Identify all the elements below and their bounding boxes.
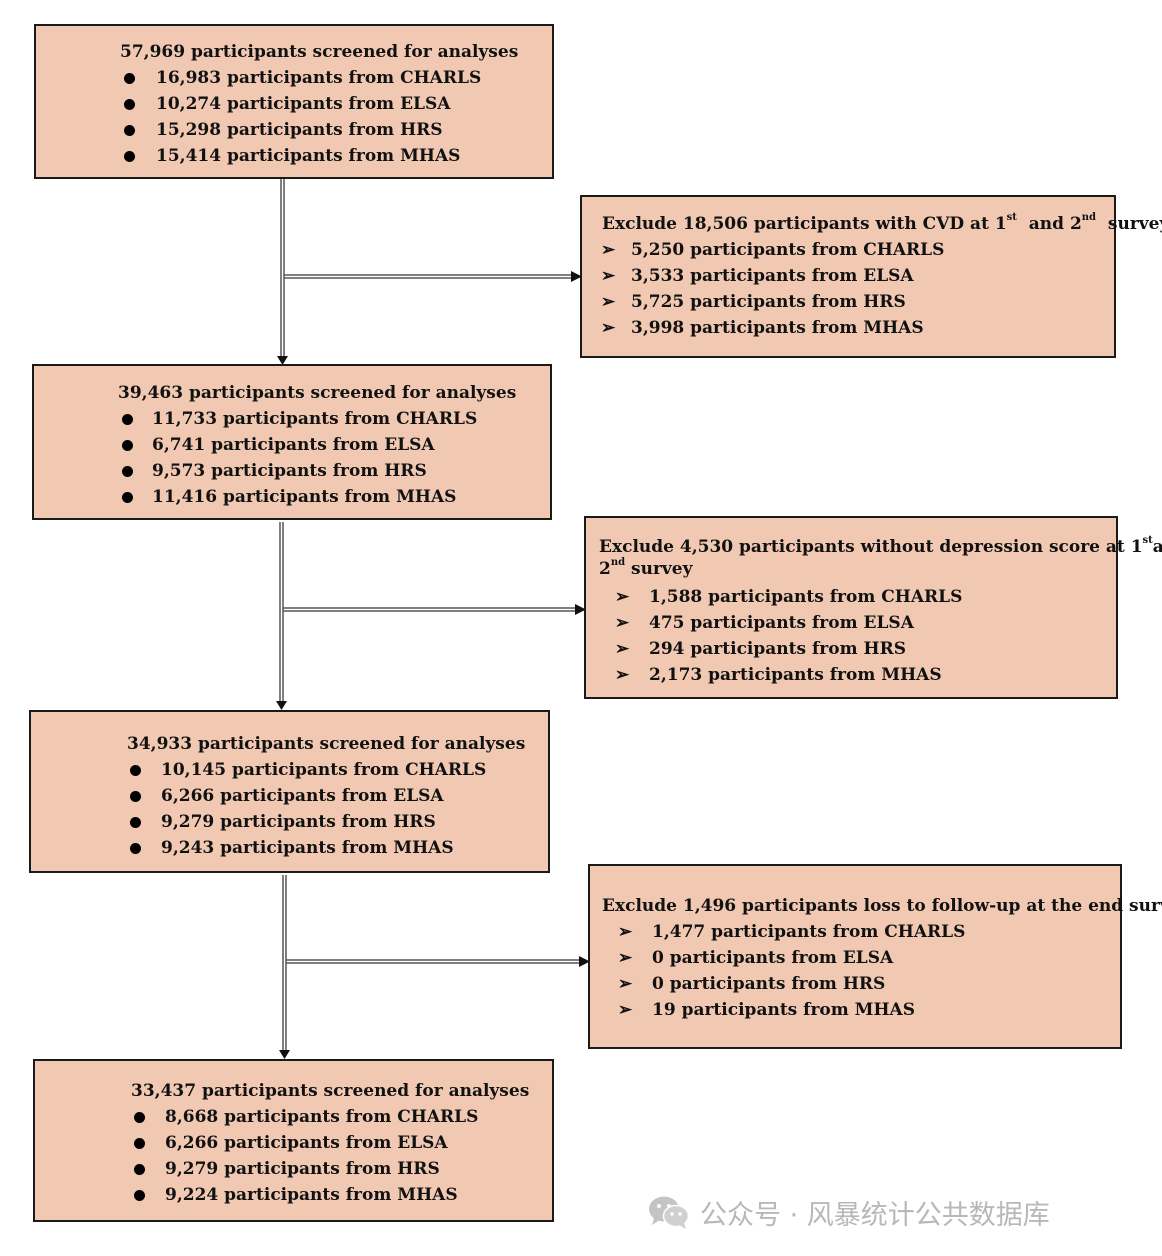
arrow-bullet-icon: ➢ — [601, 318, 616, 338]
list-item: ➢3,533 participants from ELSA — [601, 263, 1114, 289]
arrow-bullet-icon: ➢ — [615, 613, 630, 633]
bullet-dot-icon — [134, 1138, 145, 1149]
bullet-dot-icon — [130, 791, 141, 802]
list-item: ➢19 participants from MHAS — [618, 997, 1120, 1023]
box-title: 34,933 participants screened for analyse… — [127, 734, 526, 754]
list-item: ➢294 participants from HRS — [615, 636, 1116, 662]
list-item: 6,741 participants from ELSA — [122, 432, 550, 458]
arrow-bullet-icon: ➢ — [615, 587, 630, 607]
bullet-dot-icon — [130, 843, 141, 854]
box-title-line-2: 2nd survey — [599, 557, 693, 579]
exclusion-box-2: Exclude 4,530 participants without depre… — [584, 516, 1162, 699]
exclusion-box-3: Exclude 1,496 participants loss to follo… — [588, 864, 1162, 1049]
wechat-icon — [649, 1196, 690, 1229]
list-item: 6,266 participants from ELSA — [130, 783, 548, 809]
list-item: 8,668 participants from CHARLS — [134, 1104, 552, 1130]
list-item: ➢1,588 participants from CHARLS — [615, 584, 1116, 610]
list-item: 15,414 participants from MHAS — [124, 143, 552, 169]
arrow-bullet-icon: ➢ — [601, 266, 616, 286]
arrowhead-down-3 — [279, 1050, 290, 1059]
list-item: ➢5,725 participants from HRS — [601, 289, 1114, 315]
list-item: 9,243 participants from MHAS — [130, 835, 548, 861]
bullet-dot-icon — [134, 1112, 145, 1123]
screening-box-4: 33,437 participants screened for analyse… — [33, 1059, 554, 1222]
bullet-dot-icon — [122, 414, 133, 425]
arrowhead-right-2 — [575, 604, 586, 615]
bullet-dot-icon — [130, 765, 141, 776]
arrow-bullet-icon: ➢ — [615, 665, 630, 685]
list-item: ➢5,250 participants from CHARLS — [601, 237, 1114, 263]
arrow-bullet-icon: ➢ — [618, 974, 633, 994]
list-item: ➢0 participants from ELSA — [618, 945, 1120, 971]
list-item: ➢3,998 participants from MHAS — [601, 315, 1114, 341]
arrowhead-right-3 — [579, 956, 590, 967]
bullet-dot-icon — [122, 466, 133, 477]
arrowhead-right-1 — [571, 271, 582, 282]
bullet-dot-icon — [122, 492, 133, 503]
arrow-bullet-icon: ➢ — [601, 240, 616, 260]
watermark-text: 公众号 · 风暴统计公共数据库 — [700, 1199, 1050, 1231]
arrowhead-down-1 — [277, 356, 288, 365]
list-item: 9,279 participants from HRS — [134, 1156, 552, 1182]
arrow-bullet-icon: ➢ — [618, 922, 633, 942]
screening-box-2: 39,463 participants screened for analyse… — [32, 364, 552, 520]
list-item: 11,733 participants from CHARLS — [122, 406, 550, 432]
box-title: 39,463 participants screened for analyse… — [118, 383, 517, 403]
bullet-dot-icon — [124, 125, 135, 136]
bullet-dot-icon — [130, 817, 141, 828]
list-item: 10,274 participants from ELSA — [124, 91, 552, 117]
bullet-dot-icon — [134, 1164, 145, 1175]
watermark: 公众号 · 风暴统计公共数据库 — [648, 1192, 1050, 1232]
list-item: 9,224 participants from MHAS — [134, 1182, 552, 1208]
list-item: ➢0 participants from HRS — [618, 971, 1120, 997]
box-title: 57,969 participants screened for analyse… — [120, 42, 519, 62]
box-title: Exclude 18,506 participants with CVD at … — [602, 212, 1162, 234]
bullet-dot-icon — [134, 1190, 145, 1201]
box-title: 33,437 participants screened for analyse… — [131, 1081, 530, 1101]
list-item: ➢475 participants from ELSA — [615, 610, 1116, 636]
list-item: 10,145 participants from CHARLS — [130, 757, 548, 783]
exclusion-box-1: Exclude 18,506 participants with CVD at … — [580, 195, 1162, 358]
list-item: ➢2,173 participants from MHAS — [615, 662, 1116, 688]
bullet-dot-icon — [124, 99, 135, 110]
box-title: Exclude 4,530 participants without depre… — [599, 535, 1162, 557]
list-item: 9,573 participants from HRS — [122, 458, 550, 484]
list-item: 9,279 participants from HRS — [130, 809, 548, 835]
arrow-bullet-icon: ➢ — [601, 292, 616, 312]
arrowhead-down-2 — [276, 701, 287, 710]
list-item: 16,983 participants from CHARLS — [124, 65, 552, 91]
arrow-bullet-icon: ➢ — [618, 948, 633, 968]
list-item: 11,416 participants from MHAS — [122, 484, 550, 510]
list-item: 6,266 participants from ELSA — [134, 1130, 552, 1156]
screening-box-1: 57,969 participants screened for analyse… — [34, 24, 554, 179]
bullet-dot-icon — [124, 73, 135, 84]
box-title: Exclude 1,496 participants loss to follo… — [602, 896, 1162, 916]
bullet-dot-icon — [122, 440, 133, 451]
arrow-bullet-icon: ➢ — [618, 1000, 633, 1020]
list-item: ➢1,477 participants from CHARLS — [618, 919, 1120, 945]
list-item: 15,298 participants from HRS — [124, 117, 552, 143]
arrow-bullet-icon: ➢ — [615, 639, 630, 659]
bullet-dot-icon — [124, 151, 135, 162]
screening-box-3: 34,933 participants screened for analyse… — [29, 710, 550, 873]
